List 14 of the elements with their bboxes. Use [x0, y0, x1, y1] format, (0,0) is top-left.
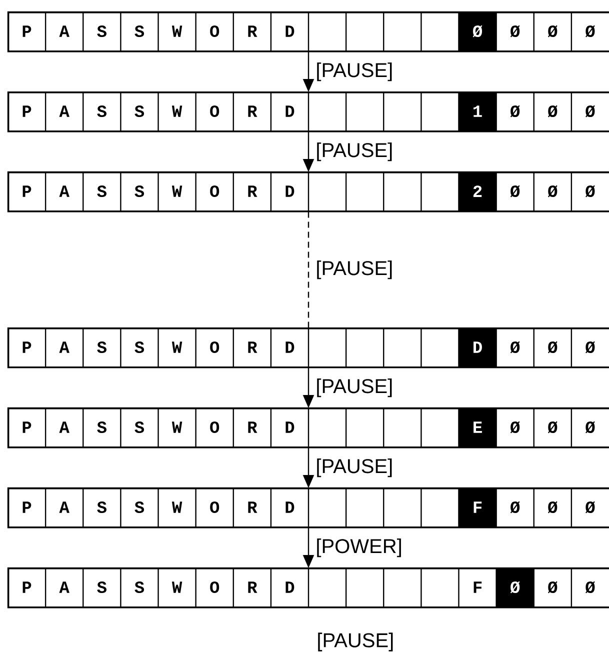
display-row: P A S S W O R D D Ø Ø Ø — [7, 327, 609, 368]
key-label: [PAUSE] — [318, 632, 393, 652]
edge-label: [POWER] — [317, 538, 401, 558]
display-row: P A S S W O R D F Ø Ø Ø — [7, 487, 609, 528]
display-row: P A S S W O R D F Ø Ø Ø — [7, 567, 609, 608]
display-row: P A S S W O R D E Ø Ø Ø — [7, 407, 609, 448]
edge-label: [PAUSE] — [317, 260, 392, 280]
edge-label: [PAUSE] — [317, 142, 392, 162]
display-row: P A S S W O R D Ø Ø Ø Ø — [7, 11, 609, 52]
display-row: P A S S W O R D 2 Ø Ø Ø — [7, 171, 609, 212]
display-row: P A S S W O R D 1 Ø Ø Ø — [7, 91, 609, 132]
edge-label: [PAUSE] — [317, 458, 392, 478]
edge-label: [PAUSE] — [317, 62, 392, 82]
edge-label: [PAUSE] — [317, 378, 392, 398]
